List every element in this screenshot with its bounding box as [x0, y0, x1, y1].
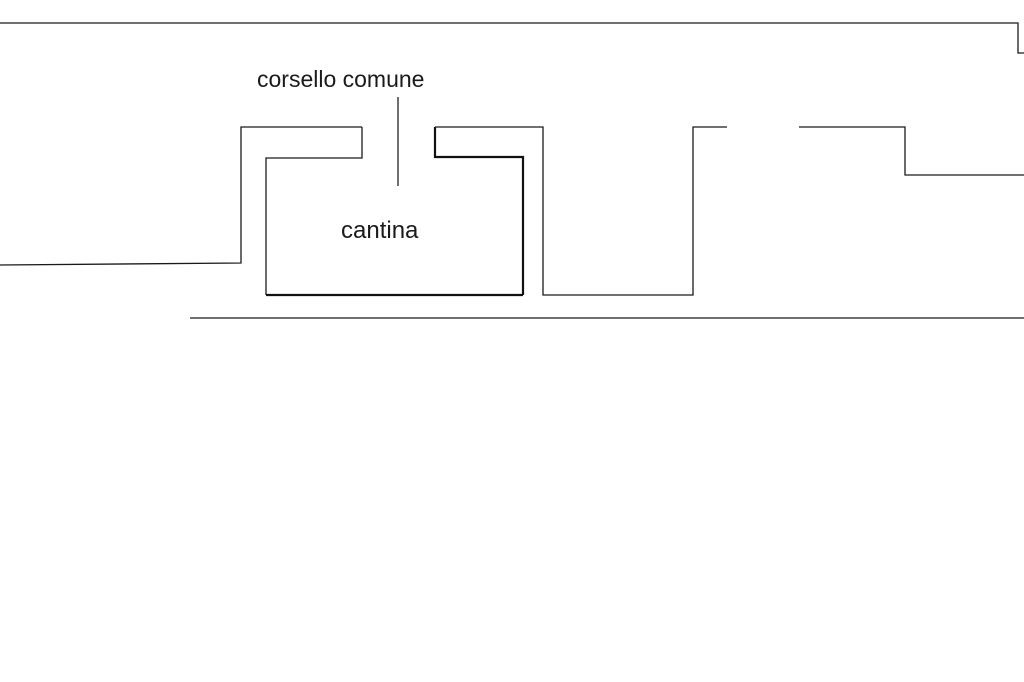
cellar-right-wall — [433, 127, 525, 295]
cellar-label: cantina — [341, 217, 419, 244]
right-outer-wall — [799, 126, 1024, 176]
corridor-label: corsello comune — [257, 66, 425, 92]
left-outer-wall — [0, 126, 362, 266]
middle-outer-wall — [435, 126, 727, 296]
cellar-left-wall — [265, 127, 363, 295]
outer-top-wall — [0, 22, 1024, 54]
